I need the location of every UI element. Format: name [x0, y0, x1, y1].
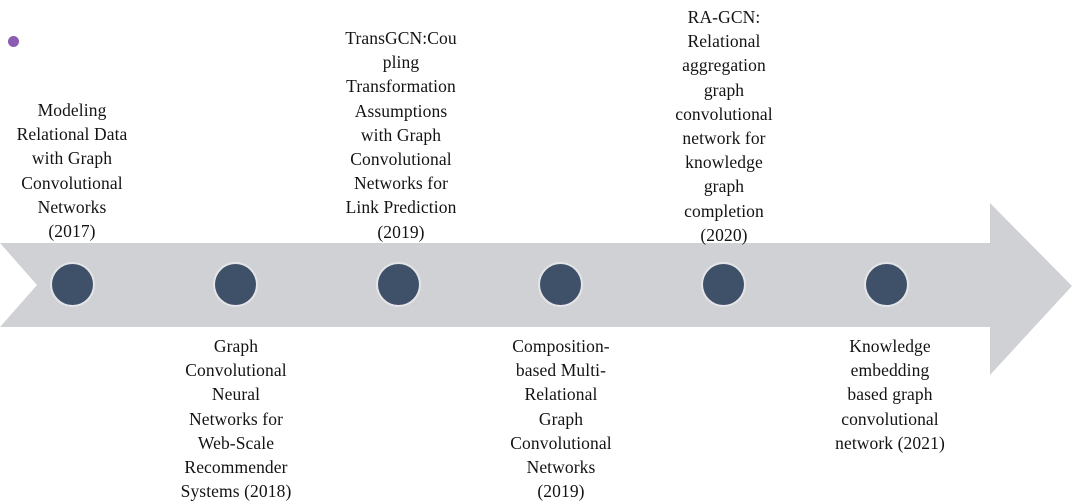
milestone-label-3: TransGCN:Cou pling Transformation Assump… [345, 28, 457, 242]
arrow-polygon [0, 203, 1072, 375]
milestone-label-6: Knowledge embedding based graph convolut… [835, 336, 945, 453]
bullet-point-icon [8, 36, 19, 47]
milestone-label-2: Graph Convolutional Neural Networks for … [180, 336, 292, 502]
milestone-label-1: Modeling Relational Data with Graph Conv… [16, 100, 128, 242]
milestone-dot-1[interactable] [51, 264, 93, 305]
timeline-arrow-shape [0, 203, 1072, 375]
milestone-dot-3[interactable] [377, 264, 419, 305]
milestone-dot-5[interactable] [702, 264, 744, 305]
milestone-dot-2[interactable] [214, 264, 256, 305]
milestone-dot-4[interactable] [539, 264, 581, 305]
milestone-label-5: RA-GCN: Relational aggregation graph con… [675, 7, 773, 245]
milestone-label-4: Composition- based Multi- Relational Gra… [510, 336, 612, 502]
milestone-dot-6[interactable] [865, 264, 907, 305]
